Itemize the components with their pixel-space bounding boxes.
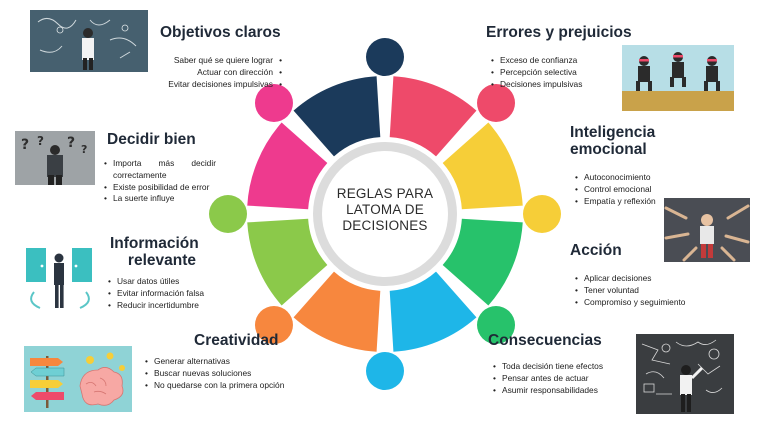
inteligencia-segment (442, 122, 523, 210)
man-question-marks-image: ? ? ? ? (15, 131, 95, 185)
list-item: Actuar con dirección (168, 67, 282, 79)
errores-dot (477, 83, 516, 122)
list-item: Empatía y reflexión (575, 196, 656, 208)
consecuencias-list: Toda decisión tiene efectos Pensar antes… (493, 361, 603, 396)
woman-pointed-at-image (664, 198, 750, 262)
list-item: Existe posibilidad de error (113, 181, 210, 192)
errores-segment (389, 76, 477, 157)
man-between-doors-image (22, 242, 98, 316)
list-item: Autoconocimiento (575, 172, 656, 184)
errores-title: Errores y prejuicios (486, 24, 632, 41)
list-item: Control emocional (575, 184, 656, 196)
man-thinking-chalkboard-image (30, 10, 148, 72)
errores-list: Exceso de confianza Percepción selectiva… (491, 55, 582, 90)
list-item: Compromiso y seguimiento (575, 297, 685, 309)
list-item: Generar alternativas (145, 356, 284, 368)
list-item: Asumir responsabilidades (493, 385, 603, 397)
list-item: Tener voluntad (575, 285, 685, 297)
consecuencias-title: Consecuencias (488, 332, 602, 349)
list-item: Saber qué se quiere lograr (168, 55, 282, 67)
informacion-dot (209, 195, 247, 233)
informacion-segment (247, 218, 328, 306)
objetivos-dot (366, 38, 404, 76)
objetivos-list: Saber qué se quiere lograr Actuar con di… (168, 55, 282, 90)
accion-dot (477, 306, 516, 345)
informacion-list: Usar datos útiles Evitar información fal… (108, 276, 204, 311)
businessmen-jumping-blindfolded-image (622, 45, 734, 111)
list-item: Evitar información falsa (108, 288, 204, 300)
decidir-segment (247, 122, 328, 210)
creatividad-list: Generar alternativas Buscar nuevas soluc… (145, 356, 284, 391)
list-item: Toda decisión tiene efectos (493, 361, 603, 373)
svg-text:?: ? (21, 137, 29, 153)
creatividad-dot (254, 306, 293, 345)
objetivos-segment (293, 76, 381, 157)
list-item: Exceso de confianza (491, 55, 582, 67)
list-item: Evitar decisiones impulsivas (168, 79, 282, 91)
list-item: Reducir incertidumbre (108, 300, 204, 312)
creatividad-title: Creatividad (194, 332, 279, 349)
list-item: Decisiones impulsivas (491, 79, 582, 91)
inteligencia-list: Autoconocimiento Control emocional Empat… (575, 172, 656, 207)
brain-signposts-lightbulbs-image (24, 346, 132, 412)
decidir-list: • Importa más decidir correctamente • Ex… (104, 158, 216, 204)
center-disc (322, 151, 448, 277)
svg-text:?: ? (37, 134, 44, 148)
list-item: La suerte influye (113, 193, 175, 204)
decidir-title: Decidir bien (107, 131, 196, 148)
list-item: No quedarse con la primera opción (145, 380, 284, 392)
man-drawing-on-chalkboard-image (636, 334, 734, 414)
svg-text:?: ? (67, 135, 75, 151)
inteligencia-title: Inteligencia emocional (570, 124, 656, 158)
creatividad-segment (293, 271, 381, 352)
list-item: Percepción selectiva (491, 67, 582, 79)
list-item: Importa más decidir correctamente (113, 158, 216, 180)
consecuencias-segment (389, 271, 477, 352)
informacion-title: Información relevante (110, 235, 199, 269)
inteligencia-dot (523, 195, 561, 233)
accion-segment (442, 218, 523, 306)
consecuencias-dot (366, 352, 404, 390)
list-item: Pensar antes de actuar (493, 373, 603, 385)
list-item: Buscar nuevas soluciones (145, 368, 284, 380)
center-title: REGLAS PARA LATOMA DE DECISIONES (336, 186, 434, 233)
accion-title: Acción (570, 242, 622, 259)
objetivos-title: Objetivos claros (160, 24, 281, 41)
decidir-dot (254, 83, 293, 122)
list-item: Usar datos útiles (108, 276, 204, 288)
svg-text:?: ? (81, 143, 87, 156)
list-item: Aplicar decisiones (575, 273, 685, 285)
accion-list: Aplicar decisiones Tener voluntad Compro… (575, 273, 685, 308)
